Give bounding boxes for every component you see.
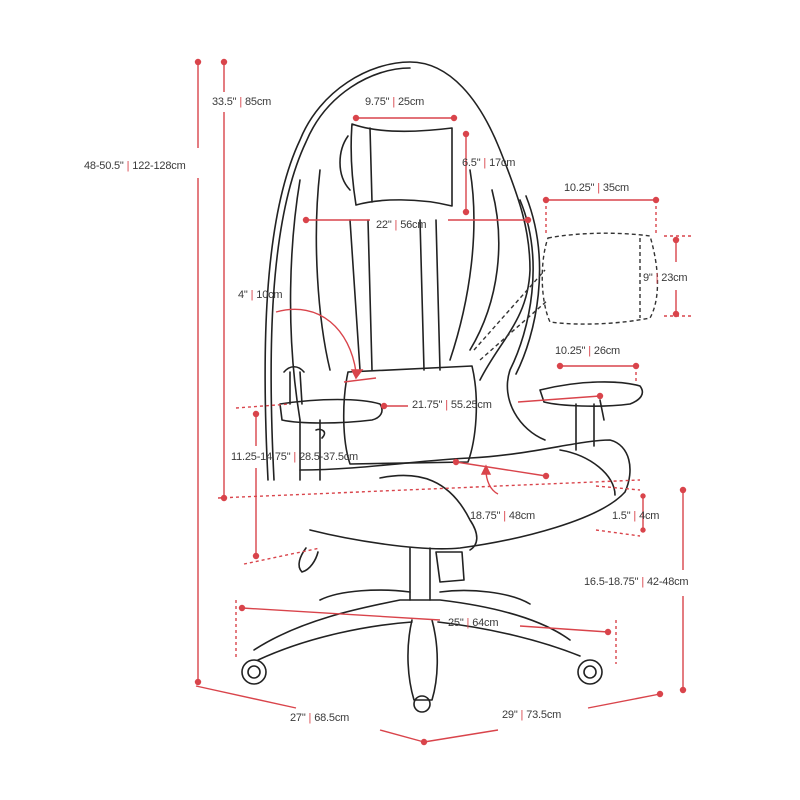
overall-depth-imperial: 29" bbox=[502, 709, 518, 721]
seat-cushion-thickness-label: 1.5"|4cm bbox=[612, 510, 659, 522]
overall-width-imperial: 27" bbox=[290, 712, 306, 724]
seat-height-metric: 42-48cm bbox=[646, 576, 689, 588]
separator: | bbox=[641, 576, 644, 588]
headrest-width-imperial: 9.75" bbox=[365, 96, 390, 108]
lumbar-height-metric: 23cm bbox=[661, 272, 688, 284]
lumbar-width-label: 10.25"|35cm bbox=[564, 182, 629, 194]
armrest-height-label: 11.25-14.75"|28.5-37.5cm bbox=[231, 451, 358, 463]
total-height-label: 48-50.5"|122-128cm bbox=[84, 160, 186, 172]
separator: | bbox=[126, 160, 130, 172]
separator: | bbox=[392, 96, 395, 108]
base-diameter-metric: 64cm bbox=[472, 617, 499, 629]
backrest-height-imperial: 33.5" bbox=[212, 96, 237, 108]
seat-cushion-thickness-metric: 4cm bbox=[639, 510, 660, 522]
seat-depth-label: 18.75"|48cm bbox=[470, 510, 535, 522]
headrest-height-imperial: 6.5" bbox=[462, 157, 481, 169]
between-armrests-label: 21.75"|55.25cm bbox=[412, 399, 492, 411]
headrest-width-metric: 25cm bbox=[398, 96, 425, 108]
separator: | bbox=[239, 96, 242, 108]
armrest-adjust-metric: 10cm bbox=[256, 289, 283, 301]
between-armrests-imperial: 21.75" bbox=[412, 399, 443, 411]
lumbar-height-label: 9"|23cm bbox=[643, 272, 688, 284]
separator: | bbox=[633, 510, 637, 522]
armrest-pad-length-metric: 26cm bbox=[593, 345, 621, 357]
lumbar-width-metric: 35cm bbox=[602, 182, 630, 194]
backrest-height-metric: 85cm bbox=[245, 96, 272, 108]
separator: | bbox=[588, 345, 591, 357]
separator: | bbox=[308, 712, 312, 724]
separator: | bbox=[655, 272, 659, 284]
lumbar-pillow-detail bbox=[473, 232, 659, 361]
overall-depth-metric: 73.5cm bbox=[526, 709, 562, 721]
armrest-pad-length-imperial: 10.25" bbox=[555, 345, 586, 357]
separator: | bbox=[250, 289, 254, 301]
total-height-imperial: 48-50.5" bbox=[84, 160, 124, 172]
armrest-adjust-imperial: 4" bbox=[238, 289, 248, 301]
overall-width-label: 27"|68.5cm bbox=[290, 712, 349, 724]
separator: | bbox=[520, 709, 524, 721]
overall-width-metric: 68.5cm bbox=[314, 712, 350, 724]
seat-height-label: 16.5-18.75"|42-48cm bbox=[584, 576, 689, 588]
backrest-width-label: 22"|56cm bbox=[376, 219, 427, 231]
base-diameter-label: 25"|64cm bbox=[448, 617, 499, 629]
separator: | bbox=[293, 451, 297, 463]
base-diameter-imperial: 25" bbox=[448, 617, 464, 629]
backrest-width-metric: 56cm bbox=[400, 219, 427, 231]
armrest-adjust-label: 4"|10cm bbox=[238, 289, 283, 301]
headrest-width-label: 9.75"|25cm bbox=[365, 96, 424, 108]
lumbar-height-imperial: 9" bbox=[643, 272, 653, 284]
backrest-width-imperial: 22" bbox=[376, 219, 392, 231]
between-armrests-metric: 55.25cm bbox=[450, 399, 492, 411]
chair-outline bbox=[241, 61, 644, 713]
headrest-height-label: 6.5"|17cm bbox=[462, 157, 515, 169]
headrest-height-metric: 17cm bbox=[489, 157, 516, 169]
separator: | bbox=[483, 157, 487, 169]
armrest-height-metric: 28.5-37.5cm bbox=[299, 451, 359, 463]
seat-cushion-thickness-imperial: 1.5" bbox=[612, 510, 631, 522]
backrest-height-label: 33.5"|85cm bbox=[212, 96, 271, 108]
seat-height-imperial: 16.5-18.75" bbox=[584, 576, 639, 588]
separator: | bbox=[394, 219, 398, 231]
separator: | bbox=[503, 510, 506, 522]
seat-depth-metric: 48cm bbox=[508, 510, 536, 522]
dimension-lines bbox=[194, 58, 694, 746]
seat-depth-imperial: 18.75" bbox=[470, 510, 501, 522]
separator: | bbox=[466, 617, 470, 629]
separator: | bbox=[445, 399, 448, 411]
overall-depth-label: 29"|73.5cm bbox=[502, 709, 561, 721]
total-height-metric: 122-128cm bbox=[132, 160, 186, 172]
armrest-height-imperial: 11.25-14.75" bbox=[231, 451, 291, 463]
lumbar-width-imperial: 10.25" bbox=[564, 182, 595, 194]
separator: | bbox=[597, 182, 600, 194]
armrest-pad-length-label: 10.25"|26cm bbox=[555, 345, 620, 357]
